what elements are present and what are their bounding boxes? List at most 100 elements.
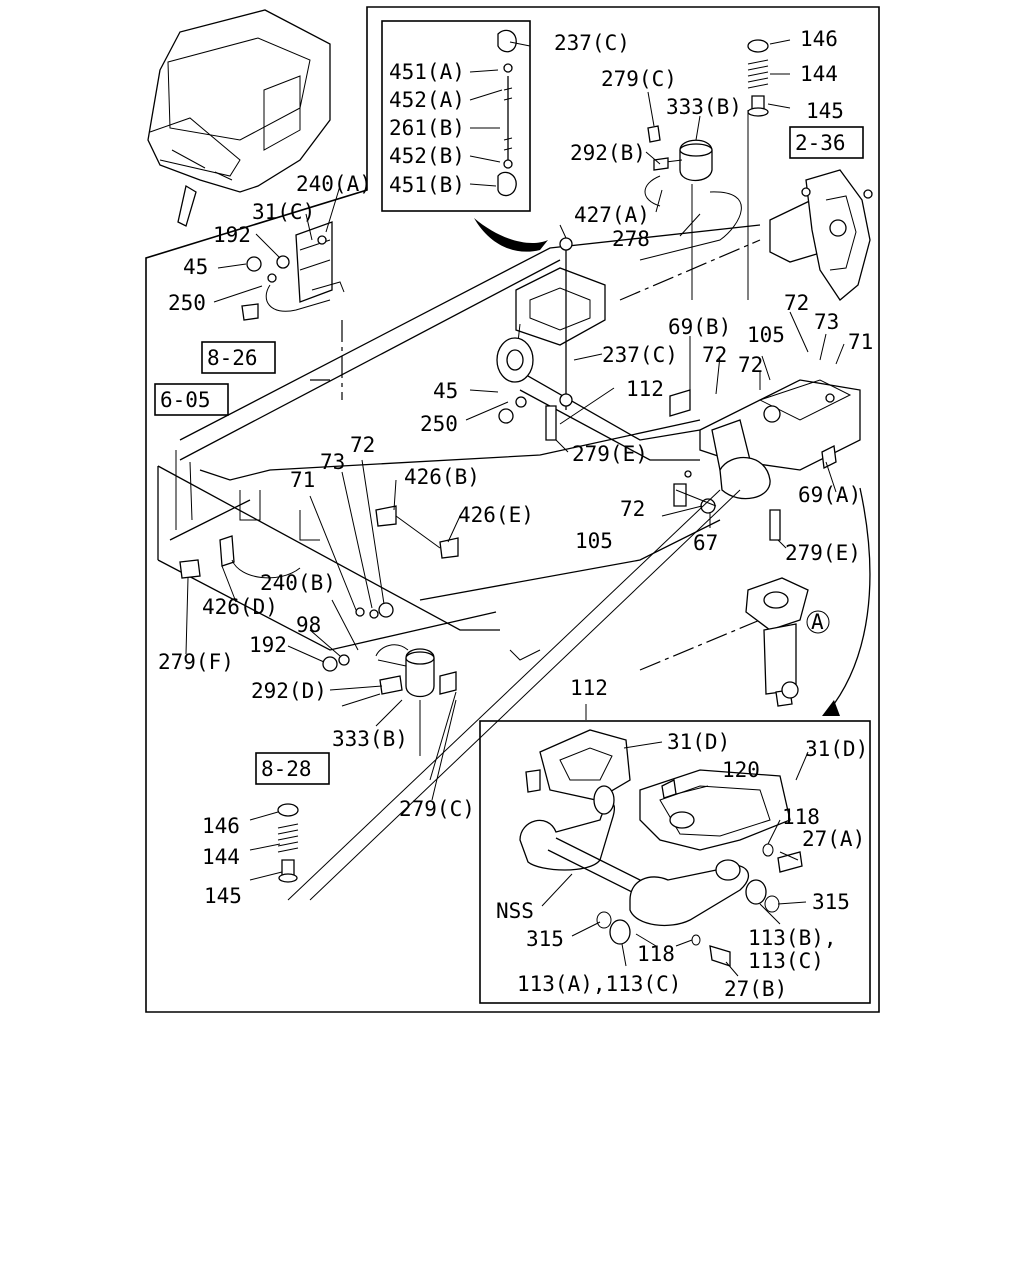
label-279f: 279(F) bbox=[158, 650, 234, 674]
ref-box-2-36: 2-36 bbox=[789, 126, 864, 159]
cab-illustration bbox=[147, 9, 331, 227]
bottom-spring-set bbox=[277, 803, 299, 883]
label-73-b: 73 bbox=[320, 450, 345, 474]
label-144-top: 144 bbox=[800, 62, 838, 86]
leader-diagonal-1 bbox=[287, 489, 721, 901]
circle-ref-a: A bbox=[811, 610, 824, 634]
leader-lines bbox=[185, 39, 845, 977]
label-27a: 27(A) bbox=[802, 827, 865, 851]
label-72-a: 72 bbox=[784, 291, 809, 315]
label-315-b: 315 bbox=[526, 927, 564, 951]
label-333b-top: 333(B) bbox=[666, 95, 742, 119]
label-69a: 69(A) bbox=[798, 483, 861, 507]
label-105-b: 105 bbox=[575, 529, 613, 553]
inset-rod-parts bbox=[497, 29, 517, 197]
label-71-b: 71 bbox=[290, 468, 315, 492]
label-333b-bot: 333(B) bbox=[332, 727, 408, 751]
label-192-mid: 192 bbox=[249, 633, 287, 657]
upper-link-rod bbox=[639, 110, 749, 300]
label-240b: 240(B) bbox=[260, 571, 336, 595]
label-250-mid: 250 bbox=[420, 412, 458, 436]
label-72-c: 72 bbox=[738, 353, 763, 377]
label-27b: 27(B) bbox=[724, 977, 787, 1001]
sweep-arrow-top bbox=[474, 218, 548, 252]
top-spring-set bbox=[747, 39, 769, 117]
label-278: 278 bbox=[612, 227, 650, 251]
ref-6-05-text: 6-05 bbox=[160, 388, 211, 412]
label-105-a: 105 bbox=[747, 323, 785, 347]
label-31d-b: 31(D) bbox=[805, 737, 868, 761]
label-427a: 427(A) bbox=[574, 203, 650, 227]
label-279c-bot: 279(C) bbox=[399, 797, 475, 821]
label-67: 67 bbox=[693, 531, 718, 555]
label-451a: 451(A) bbox=[389, 60, 465, 84]
label-146-bot: 146 bbox=[202, 814, 240, 838]
label-113c: 113(C) bbox=[748, 949, 824, 973]
label-112-mid: 112 bbox=[626, 377, 664, 401]
label-45-top: 45 bbox=[183, 255, 208, 279]
label-45-mid: 45 bbox=[433, 379, 458, 403]
label-98: 98 bbox=[296, 613, 321, 637]
left-bracket-assembly bbox=[241, 221, 345, 321]
label-451b: 451(B) bbox=[389, 173, 465, 197]
inset-bushing-box bbox=[479, 720, 871, 1004]
label-292d: 292(D) bbox=[251, 679, 327, 703]
label-279c-top: 279(C) bbox=[601, 67, 677, 91]
inset-bushing-parts bbox=[519, 729, 803, 967]
label-452a: 452(A) bbox=[389, 88, 465, 112]
ref-8-26-text: 8-26 bbox=[207, 346, 258, 370]
label-261b: 261(B) bbox=[389, 116, 465, 140]
label-145-top: 145 bbox=[806, 99, 844, 123]
label-120: 120 bbox=[722, 758, 760, 782]
part-labels: 237(C) 451(A) 452(A) 261(B) 452(B) 451(B… bbox=[158, 27, 873, 1001]
label-72-e: 72 bbox=[350, 433, 375, 457]
ref-box-8-28: 8-28 bbox=[255, 752, 330, 785]
inset-rod-box bbox=[381, 20, 531, 212]
label-192-top: 192 bbox=[213, 223, 251, 247]
label-315-a: 315 bbox=[812, 890, 850, 914]
chassis-frame bbox=[157, 224, 761, 671]
lower-left-parts bbox=[179, 505, 459, 672]
lower-link-rod bbox=[341, 644, 457, 781]
label-72-b: 72 bbox=[702, 343, 727, 367]
label-113b: 113(B), bbox=[748, 926, 837, 950]
rear-axle-bracket bbox=[669, 379, 861, 541]
label-144-bot: 144 bbox=[202, 845, 240, 869]
shock-absorber bbox=[745, 577, 830, 707]
label-146-top: 146 bbox=[800, 27, 838, 51]
label-113ac: 113(A),113(C) bbox=[517, 972, 681, 996]
label-72-d: 72 bbox=[620, 497, 645, 521]
main-frame bbox=[145, 6, 880, 1013]
label-112-bot: 112 bbox=[570, 676, 608, 700]
label-69b: 69(B) bbox=[668, 315, 731, 339]
label-73-a: 73 bbox=[814, 310, 839, 334]
label-250-top: 250 bbox=[168, 291, 206, 315]
label-452b: 452(B) bbox=[389, 144, 465, 168]
label-426d: 426(D) bbox=[202, 595, 278, 619]
label-279e-right: 279(E) bbox=[785, 541, 861, 565]
ref-box-8-26: 8-26 bbox=[201, 341, 276, 374]
label-279e-mid: 279(E) bbox=[572, 442, 648, 466]
arrow-head-right bbox=[822, 700, 840, 716]
label-426b: 426(B) bbox=[404, 465, 480, 489]
sweep-arrow-right bbox=[827, 487, 871, 713]
ref-2-36-text: 2-36 bbox=[795, 131, 846, 155]
label-237c-top: 237(C) bbox=[554, 31, 630, 55]
label-118-b: 118 bbox=[637, 942, 675, 966]
center-stabilizer-mount bbox=[496, 224, 606, 441]
label-71-a: 71 bbox=[848, 330, 873, 354]
ref-8-28-text: 8-28 bbox=[261, 757, 312, 781]
label-nss: NSS bbox=[496, 899, 534, 923]
label-118-a: 118 bbox=[782, 805, 820, 829]
label-31c: 31(C) bbox=[252, 200, 315, 224]
label-426e: 426(E) bbox=[458, 503, 534, 527]
label-31d-a: 31(D) bbox=[667, 730, 730, 754]
label-145-bot: 145 bbox=[204, 884, 242, 908]
label-292b: 292(B) bbox=[570, 141, 646, 165]
label-240a: 240(A) bbox=[296, 172, 372, 196]
right-hanger-bracket bbox=[769, 169, 873, 301]
leader-diagonal-2 bbox=[309, 489, 741, 901]
label-237c-mid: 237(C) bbox=[602, 343, 678, 367]
ref-box-6-05: 6-05 bbox=[154, 383, 229, 416]
